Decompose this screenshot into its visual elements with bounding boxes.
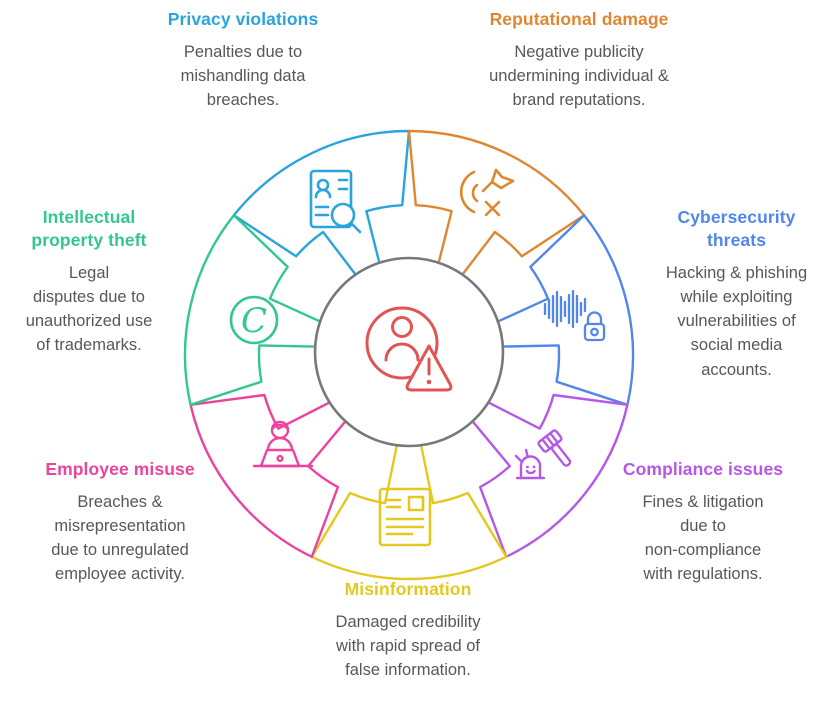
person-laptop-icon bbox=[250, 414, 318, 486]
segment-title: Intellectual property theft bbox=[31, 207, 147, 251]
gavel-smiley-icon bbox=[504, 416, 576, 492]
label-cybersecurity-threats: Cybersecurity threats Hacking & phishing… bbox=[642, 206, 831, 382]
label-employee-misuse: Employee misuse Breaches & misrepresenta… bbox=[5, 458, 235, 586]
label-intellectual-property-theft: Intellectual property theft Legal disput… bbox=[0, 206, 178, 358]
center-circle bbox=[313, 256, 505, 448]
segment-title: Misinformation bbox=[344, 579, 472, 599]
segment-description: Penalties due to mishandling data breach… bbox=[180, 43, 306, 110]
radar-dart-icon bbox=[438, 158, 518, 242]
id-card-search-icon bbox=[298, 164, 374, 248]
label-reputational-damage: Reputational damage Negative publicity u… bbox=[450, 8, 708, 112]
segment-description: Legal disputes due to unauthorized use o… bbox=[25, 264, 153, 355]
segment-title: Cybersecurity threats bbox=[677, 207, 796, 251]
waveform-lock-icon bbox=[540, 283, 612, 355]
segment-description: Negative publicity undermining individua… bbox=[489, 43, 669, 110]
label-compliance-issues: Compliance issues Fines & litigation due… bbox=[588, 458, 818, 586]
segment-description: Damaged credibility with rapid spread of… bbox=[335, 613, 481, 680]
segment-title: Employee misuse bbox=[45, 459, 195, 479]
label-privacy-violations: Privacy violations Penalties due to mish… bbox=[133, 8, 353, 112]
segment-description: Breaches & misrepresentation due to unre… bbox=[51, 493, 189, 584]
label-misinformation: Misinformation Damaged credibility with … bbox=[292, 578, 524, 682]
segment-title: Reputational damage bbox=[489, 9, 669, 29]
person-alert-icon bbox=[365, 306, 453, 392]
segment-title: Compliance issues bbox=[622, 459, 784, 479]
segment-intellectual-property-theft bbox=[183, 214, 330, 406]
svg-text:C: C bbox=[241, 301, 267, 341]
segment-description: Hacking & phishing while exploiting vuln… bbox=[665, 264, 808, 379]
segment-description: Fines & litigation due to non-compliance… bbox=[642, 493, 764, 584]
copyright-icon: C bbox=[222, 288, 290, 356]
newspaper-icon bbox=[372, 482, 444, 558]
segment-title: Privacy violations bbox=[167, 9, 319, 29]
